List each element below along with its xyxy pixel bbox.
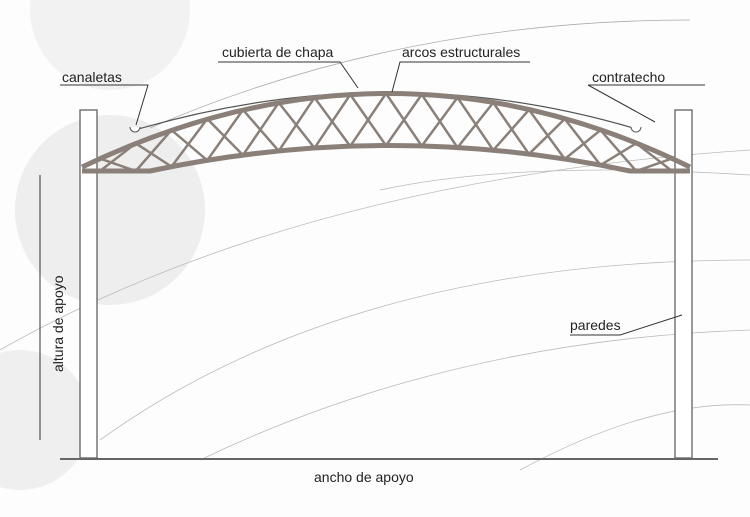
truss-brace (134, 129, 173, 172)
bottom-chord (82, 143, 690, 174)
truss-brace (170, 129, 209, 162)
truss-brace (170, 118, 209, 168)
label-altura: altura de apoyo (50, 275, 66, 372)
gutter-left (129, 126, 141, 133)
truss-brace (135, 142, 173, 168)
truss-brace (420, 96, 459, 147)
gutter-right (630, 126, 642, 133)
truss-brace (456, 101, 495, 149)
leader-lines (60, 61, 705, 336)
background-shading (0, 0, 750, 490)
top-chord (80, 91, 692, 170)
truss-brace (599, 142, 637, 167)
truss-brace (563, 118, 602, 166)
truss-brace (349, 92, 388, 147)
truss-bracing (99, 92, 673, 173)
label-cubierta: cubierta de chapa (222, 44, 334, 60)
label-contratecho: contratecho (592, 69, 665, 85)
label-paredes: paredes (570, 317, 621, 333)
truss-brace (563, 129, 602, 160)
truss-brace (241, 101, 280, 156)
label-arcos: arcos estructurales (402, 44, 520, 60)
truss-brace (277, 96, 316, 152)
truss-brace (599, 129, 638, 172)
truss-brace (492, 108, 530, 152)
label-ancho: ancho de apoyo (314, 469, 414, 485)
label-canaletas: canaletas (62, 69, 122, 85)
truss-brace (384, 93, 423, 147)
truss-brace (206, 109, 245, 162)
truss-brace (528, 118, 566, 155)
truss-brace (313, 93, 352, 149)
truss-brace (527, 109, 566, 160)
cover-sheet (134, 91, 641, 131)
